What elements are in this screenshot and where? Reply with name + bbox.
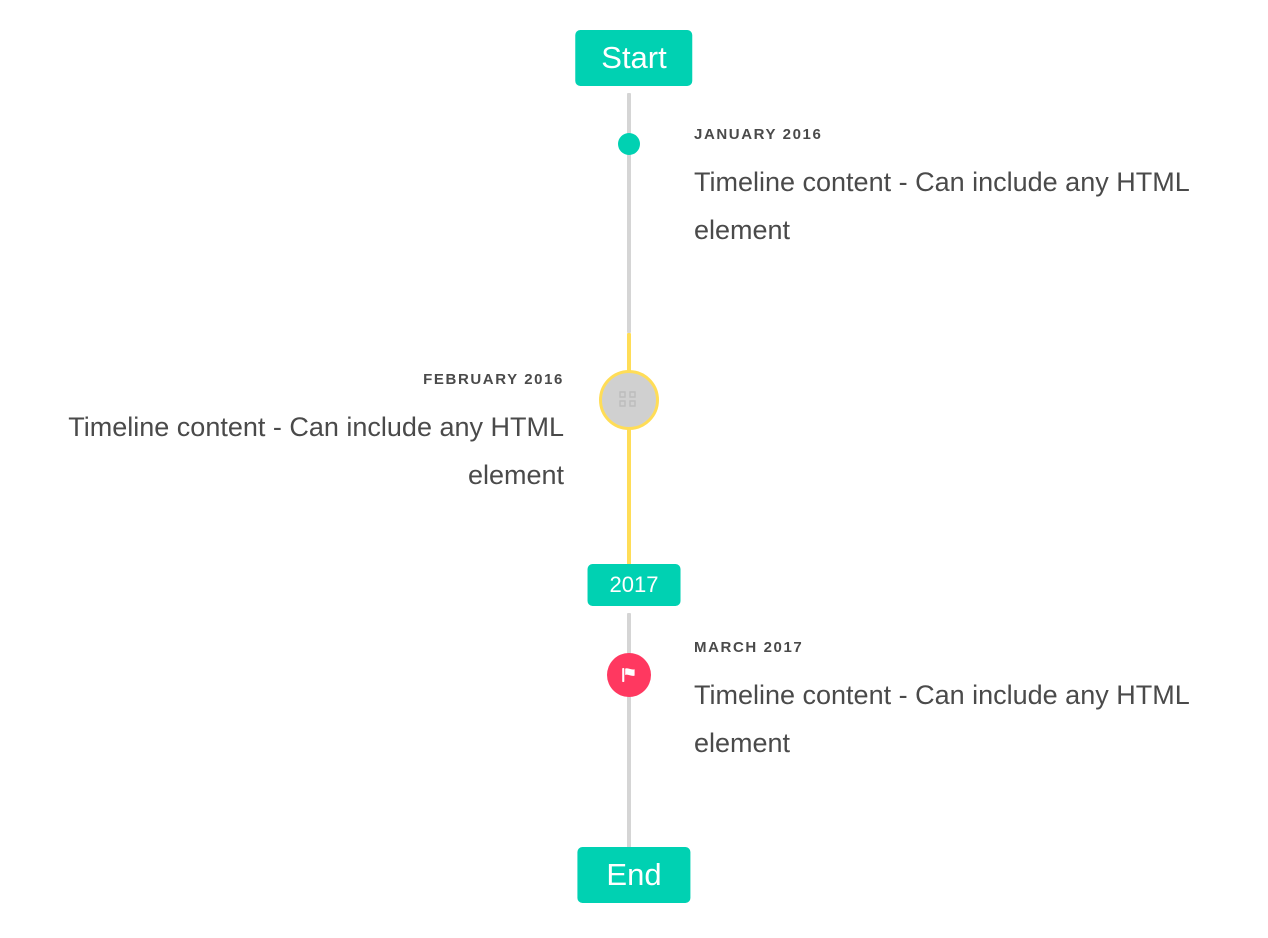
timeline-divider-2017[interactable]: 2017 [587,564,681,606]
flag-marker [607,653,651,697]
broken-image-icon [619,391,636,407]
timeline-item-content: MARCH 2017 Timeline content - Can includ… [694,638,1224,767]
timeline-item-heading: FEBRUARY 2016 [423,371,564,388]
timeline-axis-segment-warning [627,333,631,565]
flag-icon [622,668,635,682]
broken-image-marker [599,370,659,430]
timeline-axis-segment-top [627,93,631,333]
timeline-axis-segment-bottom [627,613,631,851]
timeline-item-content: JANUARY 2016 Timeline content - Can incl… [694,125,1224,254]
timeline-item-content: FEBRUARY 2016 Timeline content - Can inc… [34,370,564,499]
timeline-item-heading: JANUARY 2016 [694,126,823,143]
timeline-item-body: Timeline content - Can include any HTML … [68,412,564,490]
timeline-item-body: Timeline content - Can include any HTML … [694,167,1189,245]
dot-marker [618,133,640,155]
timeline-footer-end[interactable]: End [577,847,691,903]
timeline-item-body: Timeline content - Can include any HTML … [694,680,1189,758]
timeline-header-start[interactable]: Start [575,30,693,86]
timeline-item-heading: MARCH 2017 [694,639,804,656]
